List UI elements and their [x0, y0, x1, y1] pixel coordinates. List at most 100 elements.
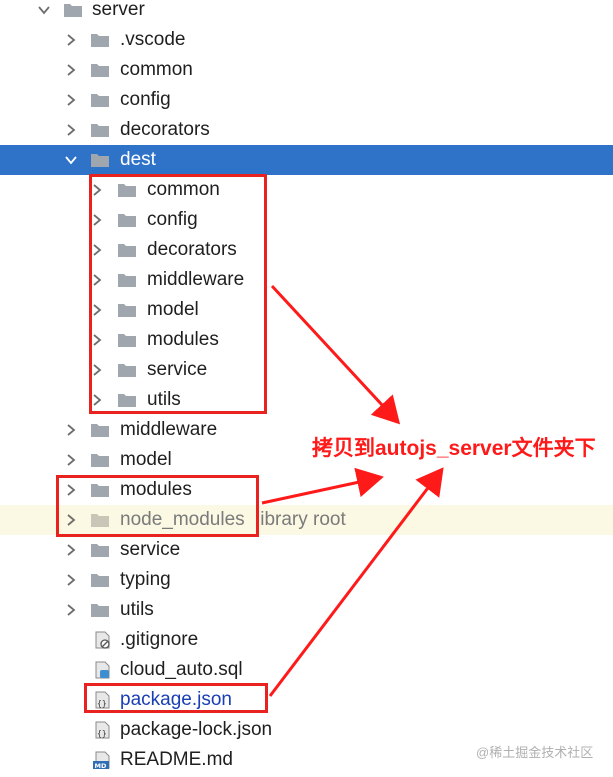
- tree-item-label: modules: [147, 329, 219, 350]
- library-root-hint: library root: [256, 509, 346, 530]
- chevron-right-icon[interactable]: [64, 513, 78, 527]
- tree-item-label: package.json: [120, 689, 232, 710]
- folder-icon: [117, 361, 137, 379]
- chevron-right-icon[interactable]: [64, 423, 78, 437]
- chevron-right-icon[interactable]: [64, 93, 78, 107]
- tree-row-service[interactable]: service: [0, 355, 613, 385]
- tree-row-config[interactable]: config: [0, 205, 613, 235]
- svg-text:{}: {}: [97, 699, 107, 708]
- tree-row-modules[interactable]: modules: [0, 475, 613, 505]
- tree-item-label: server: [92, 0, 145, 20]
- tree-row-dest[interactable]: dest: [0, 145, 613, 175]
- copy-instruction-annotation: 拷贝到autojs_server文件夹下: [312, 437, 596, 460]
- chevron-down-icon[interactable]: [64, 153, 78, 167]
- tree-item-label: node_modules: [120, 509, 245, 530]
- folder-icon: [90, 481, 110, 499]
- chevron-right-icon[interactable]: [90, 183, 104, 197]
- tree-item-label: decorators: [120, 119, 210, 140]
- tree-row-service[interactable]: service: [0, 535, 613, 565]
- folder-icon: [90, 541, 110, 559]
- tree-row-config[interactable]: config: [0, 85, 613, 115]
- tree-row-common[interactable]: common: [0, 55, 613, 85]
- chevron-right-icon[interactable]: [64, 33, 78, 47]
- chevron-right-icon[interactable]: [90, 363, 104, 377]
- arrow-to-annotation-3: [268, 467, 444, 697]
- tree-item-label: cloud_auto.sql: [120, 659, 243, 680]
- arrow-to-annotation-1: [270, 284, 401, 425]
- tree-row-utils[interactable]: utils: [0, 385, 613, 415]
- tree-row-package-json[interactable]: {} package.json: [0, 685, 613, 715]
- chevron-right-icon[interactable]: [64, 483, 78, 497]
- tree-item-label: README.md: [120, 749, 233, 770]
- tree-row-typing[interactable]: typing: [0, 565, 613, 595]
- chevron-right-icon[interactable]: [90, 243, 104, 257]
- folder-icon: [90, 31, 110, 49]
- sql-file-icon: [93, 661, 113, 679]
- folder-icon: [90, 151, 110, 169]
- chevron-down-icon[interactable]: [37, 3, 51, 17]
- tree-item-label: service: [120, 539, 181, 560]
- folder-icon: [90, 61, 110, 79]
- tree-item-label: package-lock.json: [120, 719, 273, 740]
- folder-icon: [90, 601, 110, 619]
- chevron-right-icon[interactable]: [64, 453, 78, 467]
- tree-row-cloud-auto-sql[interactable]: cloud_auto.sql: [0, 655, 613, 685]
- tree-row-utils[interactable]: utils: [0, 595, 613, 625]
- tree-row-middleware[interactable]: middleware: [0, 415, 613, 445]
- folder-icon: [117, 301, 137, 319]
- tree-row-decorators[interactable]: decorators: [0, 235, 613, 265]
- tree-item-label: dest: [120, 149, 156, 170]
- chevron-right-icon[interactable]: [90, 273, 104, 287]
- watermark: @稀土掘金技术社区: [476, 745, 594, 760]
- chevron-right-icon[interactable]: [90, 333, 104, 347]
- tree-row-modules[interactable]: modules: [0, 325, 613, 355]
- folder-icon: [117, 211, 137, 229]
- tree-row-model[interactable]: model: [0, 445, 613, 475]
- highlight-box-dest-contents: [89, 174, 267, 414]
- json-file-icon: {}: [93, 691, 113, 709]
- tree-item-label: common: [120, 59, 193, 80]
- tree-row-decorators[interactable]: decorators: [0, 115, 613, 145]
- tree-row-package-lock-json[interactable]: {} package-lock.json: [0, 715, 613, 745]
- tree-item-label: common: [147, 179, 220, 200]
- folder-icon: [117, 271, 137, 289]
- chevron-right-icon[interactable]: [90, 393, 104, 407]
- folder-icon: [117, 181, 137, 199]
- folder-icon: [90, 571, 110, 589]
- tree-item-label: model: [147, 299, 199, 320]
- tree-item-label: config: [120, 89, 171, 110]
- chevron-right-icon[interactable]: [64, 123, 78, 137]
- tree-row-gitignore[interactable]: .gitignore: [0, 625, 613, 655]
- tree-item-label: typing: [120, 569, 171, 590]
- folder-icon: [90, 421, 110, 439]
- tree-item-label: model: [120, 449, 172, 470]
- gitignore-file-icon: [93, 631, 113, 649]
- chevron-right-icon[interactable]: [64, 603, 78, 617]
- tree-item-label: decorators: [147, 239, 237, 260]
- arrow-to-annotation-2: [261, 467, 384, 505]
- tree-item-label: config: [147, 209, 198, 230]
- chevron-right-icon[interactable]: [90, 303, 104, 317]
- folder-icon: [90, 511, 110, 529]
- chevron-right-icon[interactable]: [64, 543, 78, 557]
- json-file-icon: {}: [93, 721, 113, 739]
- tree-row-model[interactable]: model: [0, 295, 613, 325]
- chevron-right-icon[interactable]: [64, 573, 78, 587]
- folder-icon: [117, 241, 137, 259]
- tree-item-label: .vscode: [120, 29, 186, 50]
- folder-icon: [90, 451, 110, 469]
- tree-row-middleware[interactable]: middleware: [0, 265, 613, 295]
- tree-item-label: middleware: [120, 419, 218, 440]
- tree-item-label: service: [147, 359, 208, 380]
- chevron-right-icon[interactable]: [90, 213, 104, 227]
- tree-row-server[interactable]: server: [0, 0, 613, 25]
- tree-row-common[interactable]: common: [0, 175, 613, 205]
- folder-icon: [117, 331, 137, 349]
- chevron-right-icon[interactable]: [64, 63, 78, 77]
- tree-row-node-modules[interactable]: node_modules library root: [0, 505, 613, 535]
- tree-item-label: middleware: [147, 269, 245, 290]
- tree-row-vscode[interactable]: .vscode: [0, 25, 613, 55]
- folder-icon: [63, 1, 83, 19]
